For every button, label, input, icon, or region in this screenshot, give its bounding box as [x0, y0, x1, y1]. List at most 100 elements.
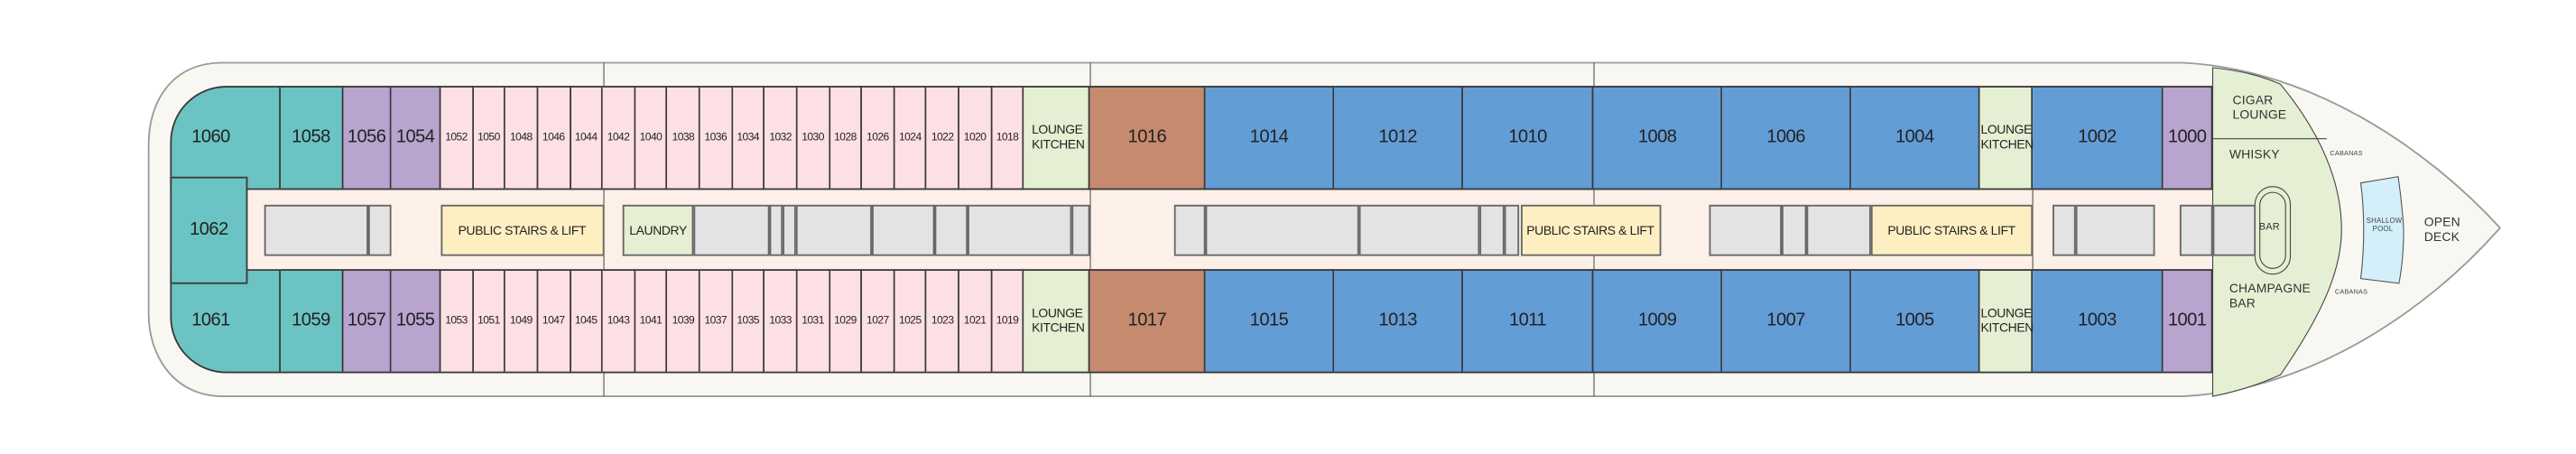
cabin-1053[interactable]: 1053 — [440, 269, 474, 374]
cabin-1021[interactable]: 1021 — [959, 269, 992, 374]
cabin-label: 1009 — [1637, 310, 1677, 331]
lounge-kitchen-label: LOUNGE KITCHEN — [1980, 121, 2034, 152]
cabin-1023[interactable]: 1023 — [927, 269, 960, 374]
cabin-1061[interactable]: 1061 — [170, 269, 281, 374]
cabin-1019[interactable]: 1019 — [991, 269, 1024, 374]
service-room — [2052, 203, 2076, 256]
cabin-1015[interactable]: 1015 — [1205, 269, 1335, 374]
cabin-1002[interactable]: 1002 — [2033, 86, 2164, 190]
bar-label: BAR — [2258, 222, 2280, 233]
cabin-label: 1040 — [639, 131, 663, 144]
cabin-label: 1010 — [1508, 127, 1547, 148]
cabin-1060[interactable]: 1060 — [170, 86, 281, 190]
cabin-1039[interactable]: 1039 — [667, 269, 700, 374]
cabin-1055[interactable]: 1055 — [391, 269, 441, 374]
cabin-label: 1051 — [477, 314, 500, 327]
cabin-1032[interactable]: 1032 — [764, 86, 798, 190]
lounge-kitchen[interactable]: LOUNGE KITCHEN — [1979, 269, 2034, 374]
cabanas-top-label: CABANAS — [2330, 148, 2363, 157]
cabin-1058[interactable]: 1058 — [280, 86, 344, 190]
cabin-1046[interactable]: 1046 — [538, 86, 571, 190]
cabin-1026[interactable]: 1026 — [862, 86, 895, 190]
cabin-1017[interactable]: 1017 — [1090, 269, 1206, 374]
cabin-1009[interactable]: 1009 — [1594, 269, 1723, 374]
cabin-label: 1044 — [574, 131, 598, 144]
cabin-label: 1047 — [542, 314, 565, 327]
cabin-label: 1035 — [737, 314, 760, 327]
champagne-bar-label: CHAMPAGNE BAR — [2229, 281, 2311, 311]
cabin-1011[interactable]: 1011 — [1462, 269, 1595, 374]
cabin-1052[interactable]: 1052 — [440, 86, 474, 190]
cabin-1037[interactable]: 1037 — [700, 269, 733, 374]
cabin-1005[interactable]: 1005 — [1850, 269, 1980, 374]
cabin-1044[interactable]: 1044 — [570, 86, 604, 190]
cabin-1030[interactable]: 1030 — [797, 86, 830, 190]
cabin-1022[interactable]: 1022 — [927, 86, 960, 190]
cabin-1020[interactable]: 1020 — [959, 86, 992, 190]
cabin-1027[interactable]: 1027 — [862, 269, 895, 374]
lounge-kitchen[interactable]: LOUNGE KITCHEN — [1979, 86, 2034, 190]
cabin-label: 1050 — [477, 131, 500, 144]
cabin-1049[interactable]: 1049 — [505, 269, 539, 374]
cabin-label: 1033 — [769, 314, 792, 327]
cabin-1006[interactable]: 1006 — [1722, 86, 1851, 190]
public-stairs-lift[interactable]: PUBLIC STAIRS & LIFT — [1520, 203, 1661, 256]
cabin-label: 1032 — [769, 131, 792, 144]
cabin-1054[interactable]: 1054 — [391, 86, 441, 190]
cabin-1036[interactable]: 1036 — [700, 86, 733, 190]
cabin-1003[interactable]: 1003 — [2033, 269, 2164, 374]
cabin-1025[interactable]: 1025 — [894, 269, 928, 374]
cabin-1012[interactable]: 1012 — [1334, 86, 1463, 190]
cabin-1033[interactable]: 1033 — [764, 269, 798, 374]
lounge-kitchen-label: LOUNGE KITCHEN — [1032, 305, 1085, 335]
cabin-1043[interactable]: 1043 — [603, 269, 635, 374]
cabin-label: 1004 — [1895, 127, 1934, 148]
cabin-1016[interactable]: 1016 — [1090, 86, 1206, 190]
service-room — [783, 203, 796, 256]
cabin-1048[interactable]: 1048 — [505, 86, 539, 190]
lounge-kitchen[interactable]: LOUNGE KITCHEN — [1024, 269, 1090, 374]
cabin-1042[interactable]: 1042 — [603, 86, 635, 190]
cabin-1010[interactable]: 1010 — [1462, 86, 1595, 190]
cabin-1000[interactable]: 1000 — [2163, 86, 2213, 190]
cabin-1014[interactable]: 1014 — [1205, 86, 1335, 190]
cabin-label: 1041 — [639, 314, 663, 327]
cabin-1038[interactable]: 1038 — [667, 86, 700, 190]
cabin-1007[interactable]: 1007 — [1722, 269, 1851, 374]
public-stairs-lift[interactable]: PUBLIC STAIRS & LIFT — [440, 203, 605, 256]
cabin-1051[interactable]: 1051 — [473, 269, 506, 374]
public-stairs-lift[interactable]: PUBLIC STAIRS & LIFT — [1870, 203, 2034, 256]
service-room — [769, 203, 783, 256]
cabin-label: 1023 — [931, 314, 954, 327]
cabin-1040[interactable]: 1040 — [635, 86, 668, 190]
cabin-1050[interactable]: 1050 — [473, 86, 506, 190]
cabin-1047[interactable]: 1047 — [538, 269, 571, 374]
cabin-1059[interactable]: 1059 — [280, 269, 344, 374]
cabin-1031[interactable]: 1031 — [797, 269, 830, 374]
cabin-1057[interactable]: 1057 — [343, 269, 392, 374]
cabin-1013[interactable]: 1013 — [1334, 269, 1463, 374]
cabin-1056[interactable]: 1056 — [343, 86, 392, 190]
cabin-1062[interactable]: 1062 — [170, 176, 248, 284]
cabin-1028[interactable]: 1028 — [829, 86, 863, 190]
laundry[interactable]: LAUNDRY — [622, 203, 695, 256]
lounge-kitchen-label: LOUNGE KITCHEN — [1980, 305, 2034, 335]
cabin-label: 1056 — [347, 127, 386, 148]
cabin-label: 1058 — [292, 127, 330, 148]
cabin-1045[interactable]: 1045 — [570, 269, 604, 374]
cabin-1029[interactable]: 1029 — [829, 269, 863, 374]
cabanas-bottom-label: CABANAS — [2334, 287, 2368, 296]
cabin-1034[interactable]: 1034 — [732, 86, 765, 190]
cabin-1035[interactable]: 1035 — [732, 269, 765, 374]
lounge-kitchen[interactable]: LOUNGE KITCHEN — [1024, 86, 1090, 190]
cabin-1024[interactable]: 1024 — [894, 86, 928, 190]
cabin-1008[interactable]: 1008 — [1594, 86, 1723, 190]
cabin-1004[interactable]: 1004 — [1850, 86, 1980, 190]
cabin-label: 1037 — [704, 314, 727, 327]
cabin-label: 1045 — [574, 314, 598, 327]
service-room — [694, 203, 770, 256]
cabin-1041[interactable]: 1041 — [635, 269, 668, 374]
shallow-pool[interactable] — [2359, 176, 2405, 284]
cabin-1018[interactable]: 1018 — [991, 86, 1024, 190]
cabin-1001[interactable]: 1001 — [2163, 269, 2213, 374]
